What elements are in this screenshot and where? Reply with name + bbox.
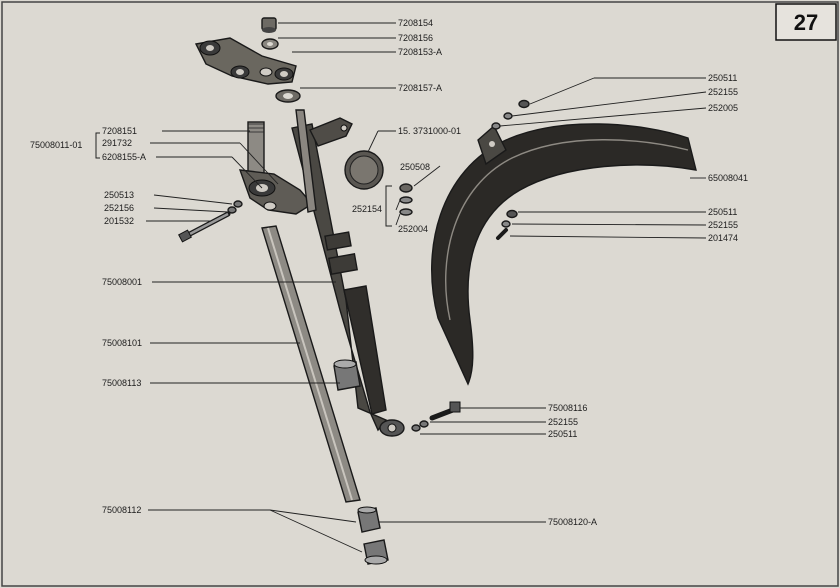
label-15-3731000-01: 15. 3731000-01 (398, 126, 461, 136)
washer-252155-a-part (503, 112, 513, 120)
washer-252005-part (491, 122, 501, 130)
part-labels: 7208154 7208156 7208153-A 7208157-A 7208… (30, 18, 748, 527)
label-201532: 201532 (104, 216, 134, 226)
nut-250511-b-part (506, 209, 518, 219)
axle-bolt-part (411, 401, 461, 432)
label-252155-b: 252155 (708, 220, 738, 230)
bushing-75008113-part (333, 359, 361, 391)
label-291732: 291732 (102, 138, 132, 148)
label-250511-a: 250511 (708, 73, 737, 83)
label-6208155A: 6208155-A (102, 152, 146, 162)
label-250513: 250513 (104, 190, 134, 200)
page-number-box: 27 (775, 3, 837, 41)
label-252005: 252005 (708, 103, 738, 113)
label-75008101: 75008101 (102, 338, 142, 348)
bushing-75008120A-part (357, 506, 381, 533)
label-7208156: 7208156 (398, 33, 433, 43)
group-bracket-2 (385, 185, 392, 227)
top-nut-part (261, 17, 277, 33)
washer-252154-part (399, 196, 413, 204)
nut-250511-a-part (518, 99, 530, 109)
label-252154: 252154 (352, 204, 382, 214)
label-65008041: 65008041 (708, 173, 748, 183)
reflector-part (344, 150, 384, 190)
label-7208157A: 7208157-A (398, 83, 442, 93)
bolt-201474-part (496, 228, 508, 240)
fork-leg-75008001-part (291, 109, 405, 437)
label-250508: 250508 (400, 162, 430, 172)
nut-250513-part (233, 200, 243, 208)
group-bracket (95, 132, 100, 159)
top-yoke-part (194, 37, 297, 85)
label-7208154: 7208154 (398, 18, 433, 28)
label-75008001: 75008001 (102, 277, 142, 287)
washer-252156-part (227, 206, 237, 214)
label-201474: 201474 (708, 233, 738, 243)
label-250511-c: 250511 (548, 429, 577, 439)
page-number: 27 (794, 10, 818, 35)
label-252155-c: 252155 (548, 417, 578, 427)
label-252155-a: 252155 (708, 87, 738, 97)
front-fender-part (431, 123, 697, 386)
fork-tube-75008101-part (261, 225, 361, 503)
label-75008011-01: 75008011-01 (30, 140, 82, 150)
washer-252155-b-part (501, 220, 511, 228)
label-250511-b: 250511 (708, 207, 737, 217)
label-75008120A: 75008120-A (548, 517, 597, 527)
label-7208153A: 7208153-A (398, 47, 442, 57)
leader-lines (146, 22, 707, 553)
label-75008113: 75008113 (102, 378, 141, 388)
label-7208151: 7208151 (102, 126, 137, 136)
washer-252004-part (399, 208, 413, 216)
bushing-75008112-part (363, 539, 389, 565)
label-252004: 252004 (398, 224, 428, 234)
label-75008116: 75008116 (548, 403, 587, 413)
label-75008112: 75008112 (102, 505, 141, 515)
nut-250508-part (399, 183, 413, 193)
clamp-bolt-part (178, 211, 231, 243)
label-252156: 252156 (104, 203, 134, 213)
